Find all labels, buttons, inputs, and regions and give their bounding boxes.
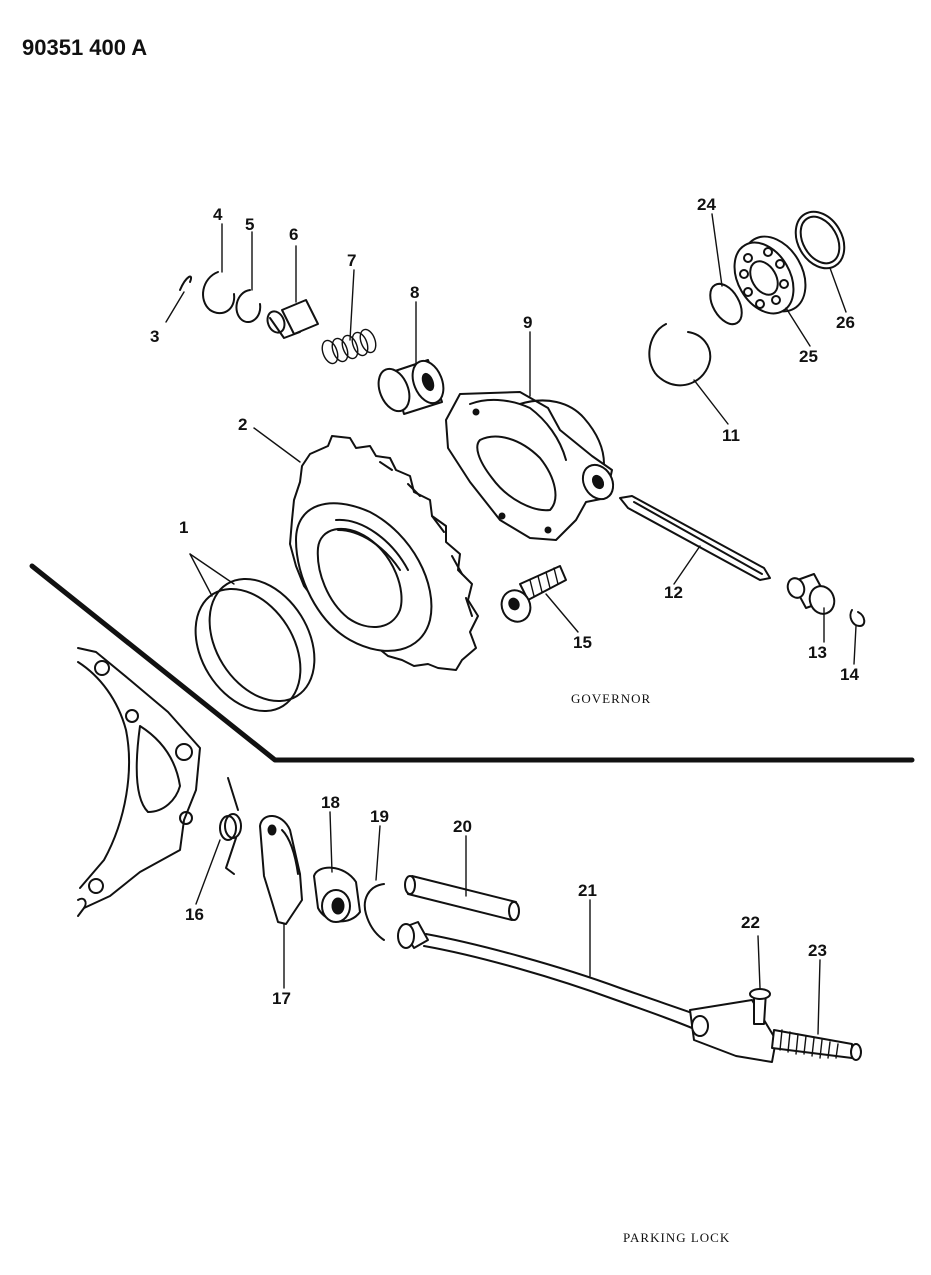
label-part-6: 6 <box>289 225 298 244</box>
label-part-1: 1 <box>179 518 188 537</box>
part-23-threaded-rod <box>771 1029 862 1061</box>
part-1-seal-rings <box>194 577 316 713</box>
label-part-17: 17 <box>272 989 291 1008</box>
part-19-retaining-clip <box>363 883 385 941</box>
label-part-20: 20 <box>453 817 472 836</box>
part-9-governor-body <box>445 391 615 541</box>
part-4-snap-ring <box>202 271 236 315</box>
label-part-14: 14 <box>840 665 859 684</box>
label-part-5: 5 <box>245 215 254 234</box>
part-24-snap-ring <box>709 282 743 326</box>
part-26-ring <box>794 210 846 270</box>
part-17-parking-pawl <box>259 815 303 925</box>
part-5-snap-ring <box>235 289 262 323</box>
part-14-clip <box>849 609 866 627</box>
part-13-plug <box>786 573 836 615</box>
part-15-screw <box>500 565 567 623</box>
label-part-3: 3 <box>150 327 159 346</box>
label-part-26: 26 <box>836 313 855 332</box>
label-part-8: 8 <box>410 283 419 302</box>
part-21-park-rod <box>397 921 713 1035</box>
label-part-18: 18 <box>321 793 340 812</box>
document-number: 90351 400 A <box>22 35 147 60</box>
label-part-11: 11 <box>722 426 740 445</box>
part-3-retainer-clip <box>179 275 192 291</box>
label-part-9: 9 <box>523 313 532 332</box>
label-part-2: 2 <box>238 415 247 434</box>
part-12-tube <box>619 495 771 581</box>
part-20-pin <box>404 875 520 921</box>
label-part-24: 24 <box>697 195 716 214</box>
section-caption-governor: GOVERNOR <box>571 691 651 706</box>
part-8-governor-weight <box>377 359 445 415</box>
leader-lines <box>165 213 857 1035</box>
label-part-13: 13 <box>808 643 827 662</box>
part-22-bracket-bolt <box>689 988 777 1063</box>
label-part-21: 21 <box>578 881 597 900</box>
part-6-governor-valve <box>266 299 319 339</box>
part-7-spring <box>321 328 377 365</box>
part-2-governor-support-gear <box>289 435 479 671</box>
label-part-12: 12 <box>664 583 683 602</box>
label-part-7: 7 <box>347 251 356 270</box>
section-caption-parking-lock: PARKING LOCK <box>623 1230 730 1245</box>
label-part-4: 4 <box>213 205 223 224</box>
label-part-22: 22 <box>741 913 760 932</box>
part-18-collar <box>313 866 361 923</box>
label-part-16: 16 <box>185 905 204 924</box>
label-part-25: 25 <box>799 347 818 366</box>
part-16-torsion-spring <box>219 777 242 875</box>
label-part-23: 23 <box>808 941 827 960</box>
part-25-bearing <box>733 235 807 315</box>
transmission-case-fragment <box>77 647 201 917</box>
section-divider <box>29 563 915 763</box>
part-11-snap-ring <box>648 323 712 387</box>
label-part-19: 19 <box>370 807 389 826</box>
label-part-15: 15 <box>573 633 592 652</box>
